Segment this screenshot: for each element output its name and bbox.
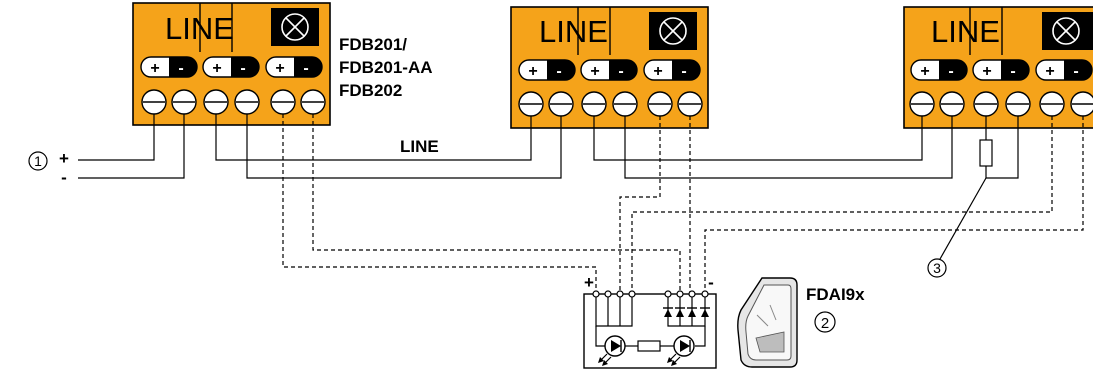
polarity-pair-2c: + - bbox=[643, 59, 701, 81]
polarity-pair-2b: + - bbox=[580, 59, 638, 81]
indicator-wires bbox=[282, 114, 1084, 292]
polarity-pair-3c: + - bbox=[1035, 59, 1093, 81]
supply-input: 1 + - bbox=[28, 149, 69, 187]
polarity-pair-3a: + - bbox=[910, 59, 968, 81]
fdai-device-icon bbox=[737, 277, 798, 368]
supply-marker: 1 bbox=[34, 153, 42, 169]
device-name-3: FDB202 bbox=[339, 81, 402, 100]
supply-plus-label: + bbox=[59, 149, 69, 168]
diode-icon bbox=[663, 307, 710, 317]
indicator-minus-label: - bbox=[708, 273, 714, 292]
screw-terminals-3 bbox=[909, 91, 1093, 117]
lamp-icon bbox=[271, 8, 319, 46]
pole-minus-label: - bbox=[178, 60, 183, 77]
pole-plus-label: + bbox=[590, 63, 599, 80]
polarity-pair-2a: + - bbox=[518, 59, 576, 81]
pole-minus-label: - bbox=[618, 63, 623, 80]
terminal-block-1: LINE + - + - + - bbox=[132, 2, 331, 126]
led-icon bbox=[598, 335, 626, 366]
device-name-labels: FDB201/ FDB201-AA FDB202 bbox=[339, 35, 433, 100]
pole-plus-label: + bbox=[275, 60, 284, 77]
pole-minus-label: - bbox=[556, 63, 561, 80]
pole-plus-label: + bbox=[528, 63, 537, 80]
line-wires: LINE bbox=[78, 114, 953, 179]
screw-terminals-2 bbox=[518, 91, 703, 117]
pole-minus-label: - bbox=[1010, 63, 1015, 80]
resistor-marker: 3 bbox=[933, 260, 941, 276]
device-name-1: FDB201/ bbox=[339, 35, 407, 54]
lamp-icon bbox=[1042, 12, 1093, 50]
pole-plus-label: + bbox=[653, 63, 662, 80]
resistor: 3 bbox=[927, 116, 1019, 278]
polarity-pair-1c: + - bbox=[265, 56, 323, 78]
polarity-pair-3b: + - bbox=[972, 59, 1030, 81]
resistor-icon bbox=[637, 340, 661, 352]
pole-plus-label: + bbox=[1045, 63, 1054, 80]
pole-minus-label: - bbox=[1073, 63, 1078, 80]
polarity-pair-1a: + - bbox=[140, 56, 198, 78]
device-name-2: FDB201-AA bbox=[339, 58, 433, 77]
pole-minus-label: - bbox=[948, 63, 953, 80]
led-icon bbox=[667, 335, 695, 366]
line-title-3: LINE bbox=[931, 14, 1000, 49]
pole-plus-label: + bbox=[150, 60, 159, 77]
polarity-pair-1b: + - bbox=[202, 56, 260, 78]
pole-minus-label: - bbox=[303, 60, 308, 77]
supply-minus-label: - bbox=[61, 168, 67, 187]
pole-plus-label: + bbox=[982, 63, 991, 80]
pole-plus-label: + bbox=[920, 63, 929, 80]
pole-minus-label: - bbox=[681, 63, 686, 80]
indicator-plus-label: + bbox=[584, 273, 594, 292]
lamp-icon bbox=[649, 12, 697, 50]
remote-indicator: + - bbox=[583, 273, 717, 369]
pole-minus-label: - bbox=[240, 60, 245, 77]
line-label: LINE bbox=[400, 137, 439, 156]
fdai-name: FDAI9x bbox=[806, 285, 865, 304]
terminal-block-2: LINE + - + - + - bbox=[510, 6, 709, 129]
fdai-marker: 2 bbox=[821, 315, 829, 332]
pole-plus-label: + bbox=[212, 60, 221, 77]
line-title-2: LINE bbox=[539, 14, 608, 49]
screw-terminals-1 bbox=[141, 89, 326, 115]
terminal-block-3: LINE + - + - + - bbox=[903, 6, 1093, 129]
